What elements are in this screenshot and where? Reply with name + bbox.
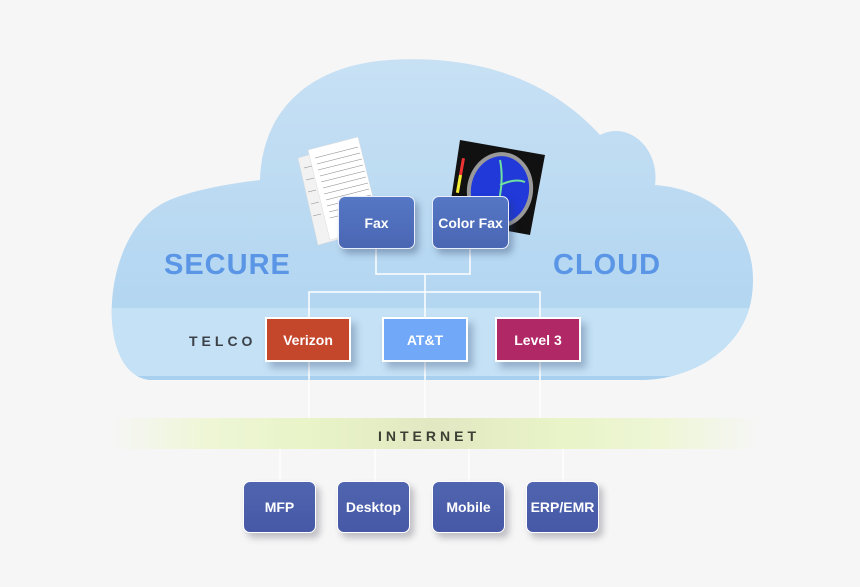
carrier-level3[interactable]: Level 3 — [495, 317, 581, 362]
telco-to-internet-connectors — [308, 362, 541, 418]
carrier-att[interactable]: AT&T — [382, 317, 468, 362]
internet-to-device-connectors — [279, 449, 564, 482]
fax-node[interactable]: Fax — [338, 196, 415, 249]
endpoint-mfp[interactable]: MFP — [243, 481, 316, 533]
internet-band — [110, 418, 760, 449]
desktop-label: Desktop — [345, 499, 402, 515]
erp-emr-label: ERP/EMR — [530, 499, 595, 515]
mfp-label: MFP — [264, 499, 295, 515]
fax-label: Fax — [364, 214, 389, 231]
secure-label: SECURE — [164, 249, 291, 281]
endpoint-erp-emr[interactable]: ERP/EMR — [526, 481, 599, 533]
cloud-label: CLOUD — [553, 249, 662, 281]
color-fax-label: Color Fax — [438, 214, 503, 231]
endpoint-mobile[interactable]: Mobile — [432, 481, 505, 533]
level3-label: Level 3 — [514, 331, 562, 348]
cloud-connectors — [308, 248, 541, 320]
verizon-label: Verizon — [283, 331, 333, 348]
mobile-label: Mobile — [446, 499, 491, 515]
color-fax-node[interactable]: Color Fax — [432, 196, 509, 249]
telco-label: TELCO — [189, 333, 257, 349]
endpoint-desktop[interactable]: Desktop — [337, 481, 410, 533]
att-label: AT&T — [406, 331, 444, 348]
internet-label: INTERNET — [378, 428, 480, 444]
carrier-verizon[interactable]: Verizon — [265, 317, 351, 362]
